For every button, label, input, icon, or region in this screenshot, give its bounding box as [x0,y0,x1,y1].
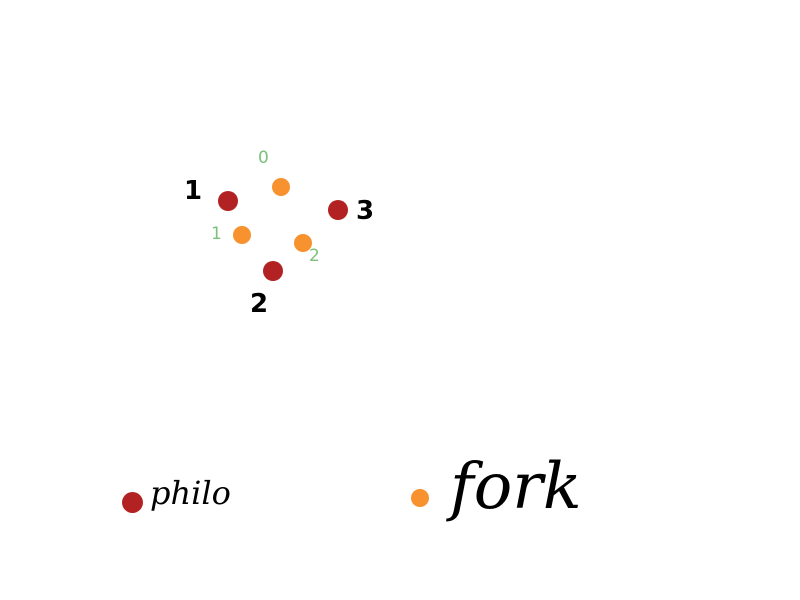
fork-dot-1 [233,226,251,244]
philosopher-label-3: 3 [356,196,375,226]
philosopher-dot-3 [328,200,348,220]
philosopher-label-2: 2 [250,289,269,319]
philosopher-label-1: 1 [184,176,203,206]
legend-philo-label: philo [150,474,231,512]
philosopher-dot-2 [263,261,283,281]
fork-label-1: 1 [211,224,222,244]
fork-label-2: 2 [309,246,320,266]
legend-philo-dot [122,492,143,513]
philosopher-dot-1 [218,191,238,211]
fork-label-0: 0 [258,148,269,168]
legend-fork-label: fork [450,450,582,524]
legend-fork-dot [411,489,429,507]
fork-dot-2 [294,234,312,252]
fork-dot-0 [272,178,290,196]
